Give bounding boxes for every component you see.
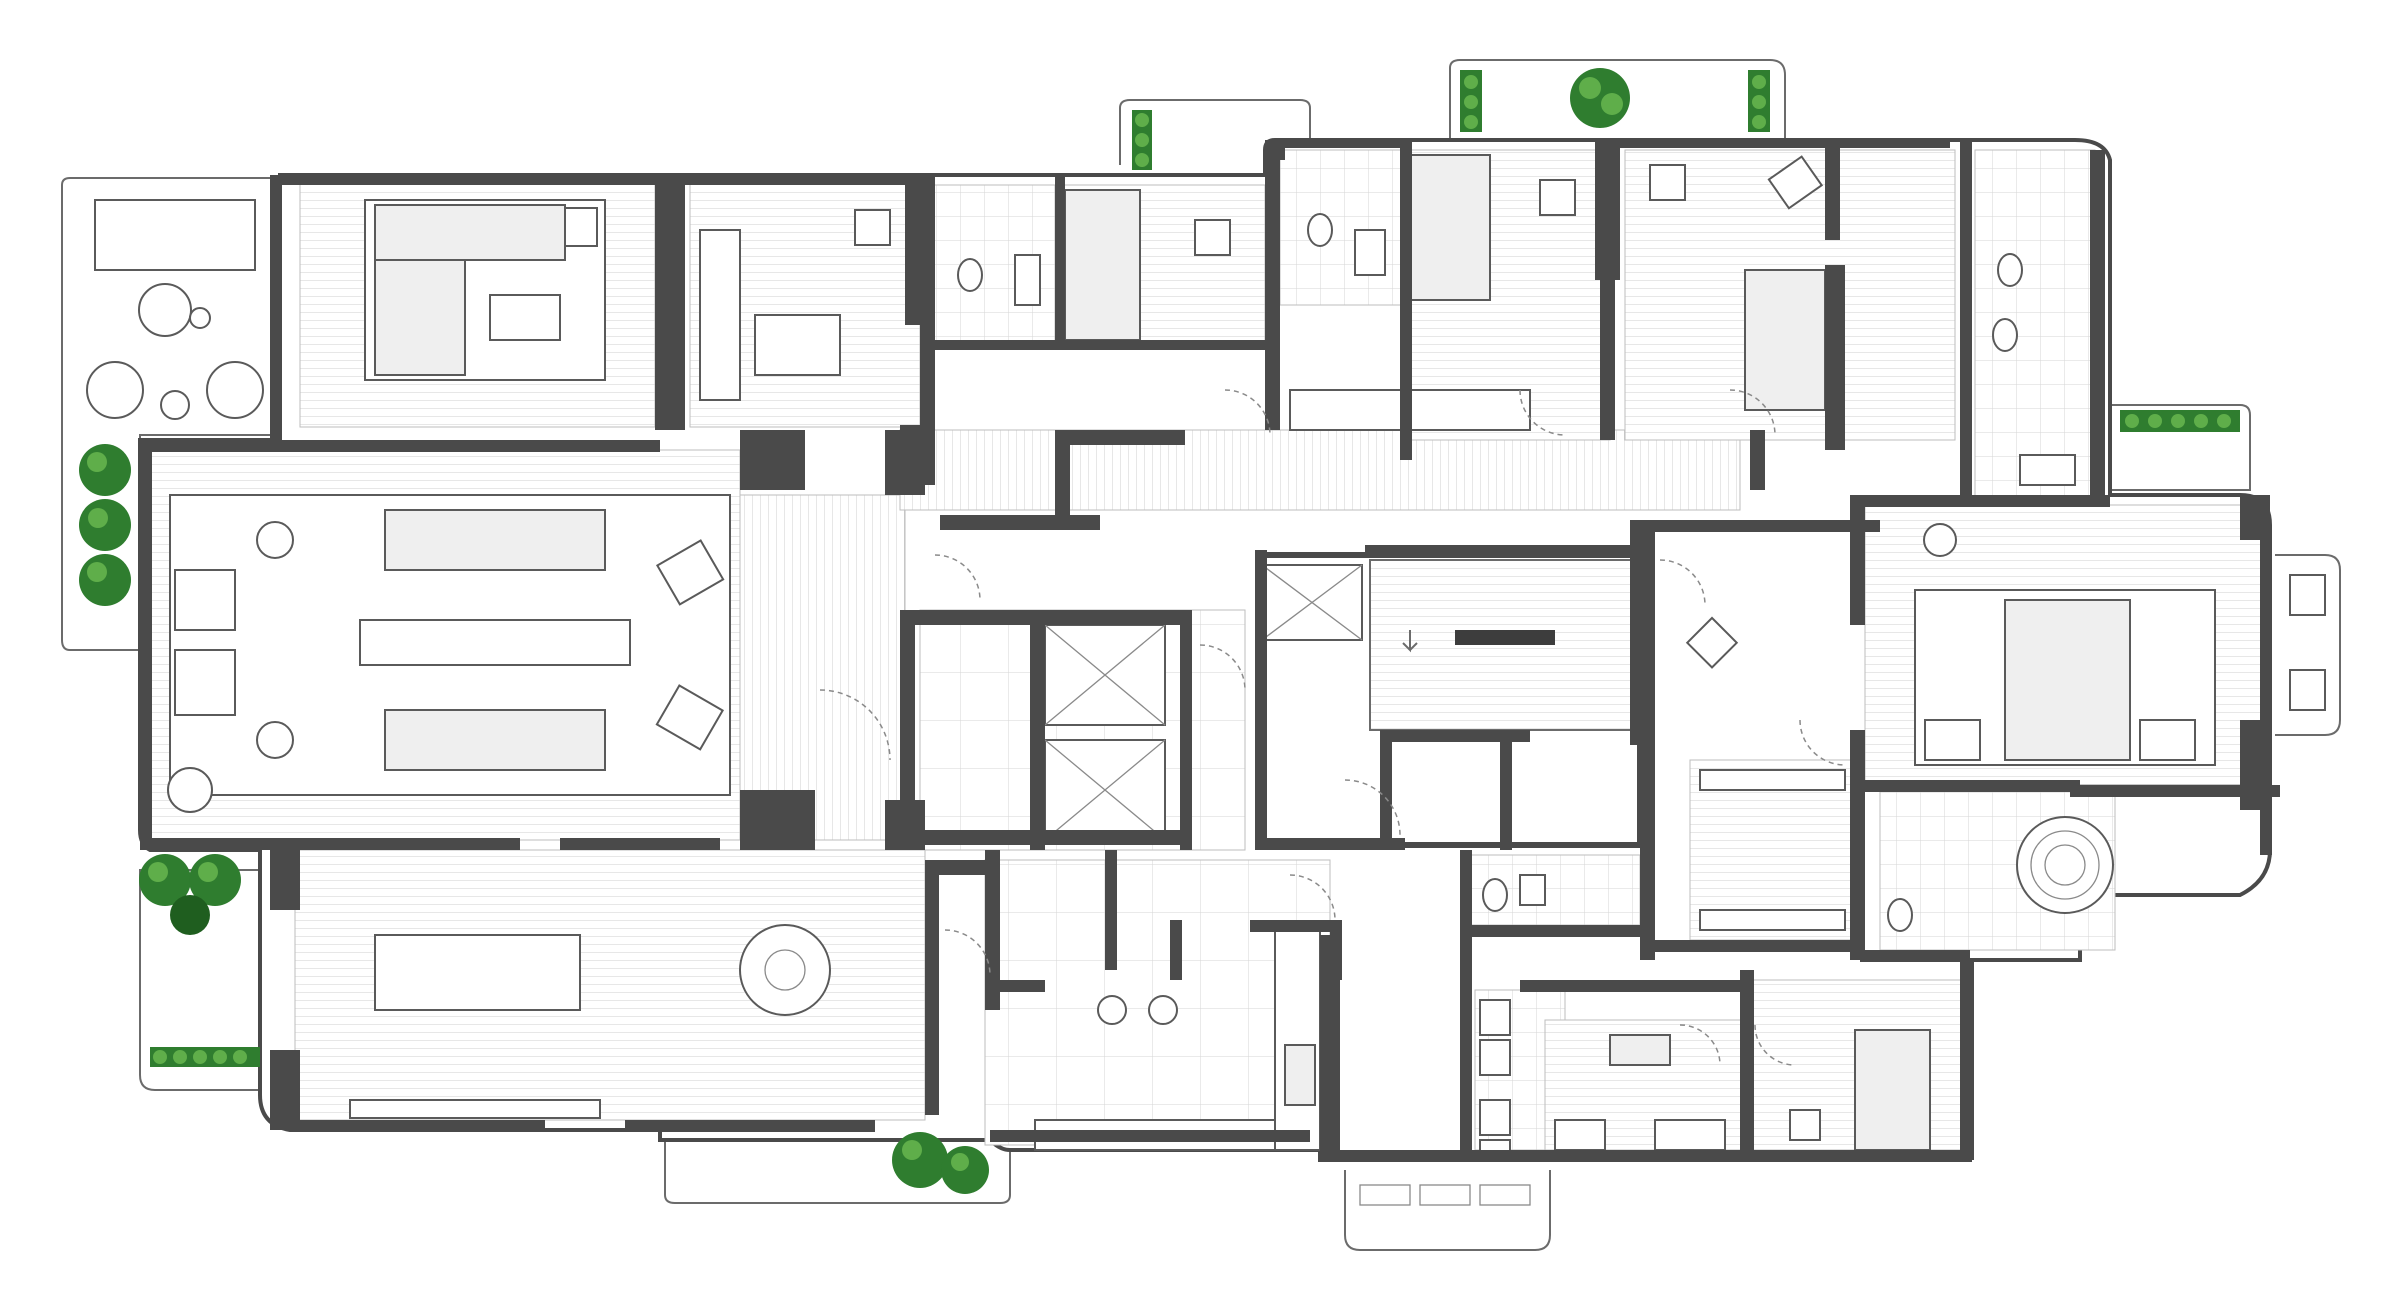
elevator-1 [1044,624,1166,726]
toilet-icon [1887,898,1913,932]
sofa-icon [384,709,606,771]
round-table-icon [739,924,831,1016]
armchair-icon [1649,164,1686,201]
armchair-icon [1539,179,1576,216]
coffee-table-icon [359,619,631,666]
toilet-icon [957,258,983,292]
round-table-icon [138,283,192,337]
armchair-icon [854,209,891,246]
sofa-icon [384,509,606,571]
elevator-2 [1044,739,1166,841]
balcony-east [2275,554,2341,736]
dining-table-icon [374,934,581,1011]
elevator-icon [1044,739,1166,841]
guest-bedroom [689,181,921,428]
door-swing-icon [1344,779,1401,836]
bedroom-2 [1289,149,1611,441]
armchair-icon [86,361,144,419]
tv-room [299,181,656,428]
lounger-icon [94,199,256,271]
walls [140,140,2280,1162]
planter-icon [2120,410,2240,432]
stair-arrow-icon [1402,630,1418,653]
armchair-icon [655,539,725,606]
armchair-icon [174,649,236,716]
sink-icon [1014,254,1041,306]
bathroom-1 [924,184,1056,346]
doors [819,389,1846,1066]
kitchen [984,859,1331,1151]
armchair-icon [1194,219,1231,256]
bedroom-1 [1059,184,1266,346]
master-suite [1685,504,2266,786]
balcony-south [1344,1170,1551,1251]
armchair-icon [174,569,236,631]
door-swing-icon [819,689,891,761]
balcony-north-1 [1119,99,1311,165]
bed-icon [1854,1029,1931,1151]
coffee-table-icon [489,294,561,341]
bed-icon [1064,189,1141,341]
armchair-icon [1767,155,1824,210]
bed-icon [2004,599,2131,761]
stove-icon [1284,1044,1316,1106]
bedroom-5 [1744,979,1971,1151]
bathroom-3 [1974,149,2096,501]
bathroom-2 [1279,149,1406,306]
armchair-icon [655,684,725,751]
toilet-icon [1992,318,2018,352]
armchair-icon [1685,616,1739,669]
bedroom-3 [1624,149,1956,441]
dining-room [294,849,926,1121]
planter-icon [1460,68,1770,132]
sink-icon [2019,454,2076,486]
bedroom-4 [1544,1019,1746,1151]
elevator-icon [1044,624,1166,726]
planters [79,68,2240,1194]
walk-in-closet [1689,759,1856,941]
sink-icon [1354,229,1386,276]
toilet-icon [1482,878,1508,912]
planter-icon [79,444,131,606]
bathroom-4 [1464,854,1641,926]
door-swing-icon [1679,1024,1721,1066]
corridor [899,429,1741,511]
stair-core [1257,552,1643,848]
toilet-icon [1997,253,2023,287]
toilet-icon [1307,213,1333,247]
sink-icon [1519,874,1546,906]
living-room [149,449,741,841]
master-bath [1879,789,2116,951]
bed-icon [1409,154,1491,301]
planter-icon [150,1047,260,1067]
foyer [739,494,906,841]
planter-icon [1132,110,1152,170]
armchair-icon [206,361,264,419]
cabinet-icon [699,229,741,401]
bed-icon [1744,269,1826,411]
door-swing-icon [1754,1024,1796,1066]
planter-icon [139,854,241,935]
planter-icon [892,1132,989,1194]
